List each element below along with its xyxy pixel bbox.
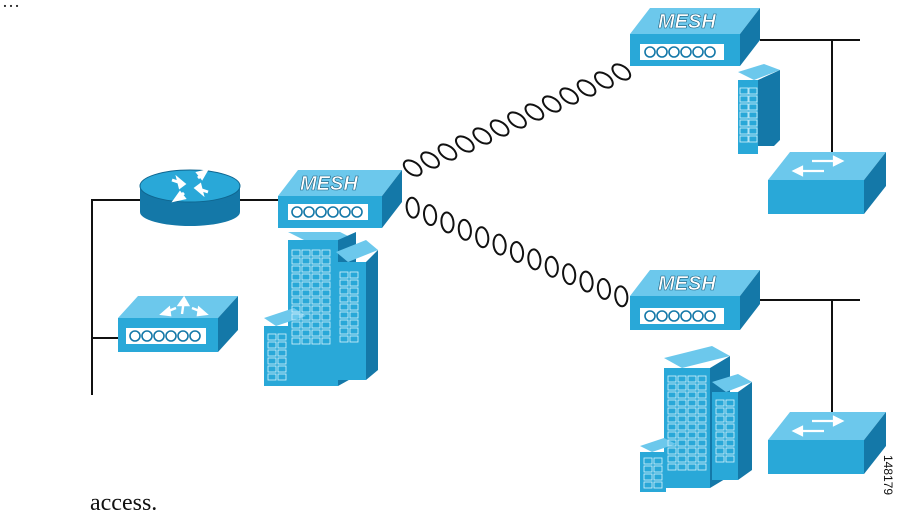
figure-id: 148179 (888, 440, 912, 520)
mesh-ap-icon: MESH (630, 8, 760, 66)
mesh-ap-label: MESH (658, 273, 716, 295)
building-icon (264, 232, 378, 386)
mesh-ap-label: MESH (300, 173, 358, 195)
mesh-ap-icon: MESH (630, 270, 760, 330)
wireless-lan-controller-icon (118, 296, 238, 352)
figure-id-text: 148179 (881, 455, 895, 495)
wireless-link-icon (401, 61, 633, 178)
switch-icon (768, 412, 886, 474)
wireless-link-icon (406, 197, 629, 307)
building-icon (738, 64, 780, 154)
switch-icon (768, 152, 886, 214)
mesh-ap-label: MESH (658, 11, 716, 33)
mesh-ap-icon: MESH (278, 170, 402, 228)
router-icon (140, 170, 240, 226)
building-icon (640, 346, 752, 492)
caption: access. (90, 490, 157, 517)
wired-link-left-bus (92, 200, 140, 395)
